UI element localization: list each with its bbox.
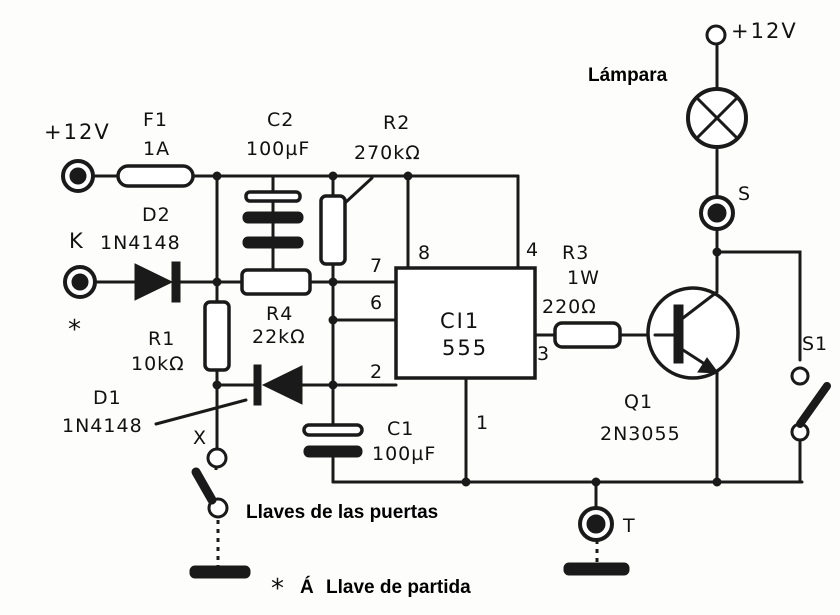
junction-dot	[328, 315, 338, 325]
ic-ci1-555	[394, 266, 537, 380]
label-start-key-star: *	[271, 574, 284, 604]
fuse-f1	[116, 164, 195, 188]
label-q1-ref: Q1	[624, 391, 653, 413]
label-d2-val: 1N4148	[100, 232, 181, 254]
junction-dot	[712, 247, 722, 257]
d1-leader-line	[154, 398, 248, 426]
label-pin-8: 8	[418, 242, 431, 264]
label-ic-val: 555	[442, 336, 488, 360]
terminal-lamp-supply	[705, 24, 727, 46]
label-c1-ref: C1	[387, 418, 414, 440]
label-d1-ref: D1	[93, 387, 122, 409]
label-pin-4: 4	[526, 239, 539, 261]
label-supply-lamp: +12V	[731, 19, 798, 43]
label-supply-in: +12V	[44, 120, 111, 144]
label-s1: S1	[802, 333, 828, 355]
wires	[92, 43, 804, 566]
junctions	[212, 171, 722, 487]
diode-d1	[253, 364, 303, 406]
label-r4-val: 22kΩ	[252, 326, 306, 348]
label-r2-val: 270kΩ	[354, 142, 421, 164]
label-x: X	[193, 427, 207, 449]
junction-dot	[328, 380, 338, 390]
resistor-r1	[203, 300, 231, 372]
label-r1-val: 10kΩ	[131, 353, 185, 375]
label-c2-ref: C2	[267, 109, 294, 131]
label-r3-ref: R3	[562, 242, 589, 264]
label-s: S	[738, 183, 751, 205]
transistor-q1	[646, 286, 740, 380]
label-pin-6: 6	[370, 292, 383, 314]
capacitor-c2	[242, 190, 304, 249]
label-lamp: Lámpara	[588, 65, 668, 86]
capacitor-c1	[302, 423, 364, 458]
door-switch-x	[191, 447, 229, 519]
label-pin-2: 2	[370, 361, 383, 383]
label-r4-ref: R4	[266, 303, 293, 325]
resistor-r4	[240, 268, 312, 296]
junction-dot	[212, 380, 222, 390]
label-start-key: Llave de partida	[326, 577, 471, 598]
label-t: T	[622, 515, 636, 537]
label-f1-ref: F1	[143, 109, 168, 131]
resistor-r3	[553, 321, 622, 349]
label-pin-3: 3	[537, 343, 550, 365]
label-r3-val: 220Ω	[542, 296, 597, 318]
terminal-k	[63, 265, 97, 299]
junction-dot	[328, 171, 338, 181]
r2-leader-line	[344, 176, 374, 204]
label-ic-ref: CI1	[440, 309, 480, 333]
label-r3-power: 1W	[567, 267, 600, 289]
junction-dot	[212, 171, 222, 181]
terminal-plus12v	[61, 159, 95, 193]
junction-dot	[328, 277, 338, 287]
junction-dot	[591, 477, 601, 487]
switch-s1	[790, 366, 831, 442]
label-start-key-a: Á	[300, 576, 314, 598]
junction-dot	[403, 171, 413, 181]
junction-dot	[212, 277, 222, 287]
ground-bar-right	[563, 562, 630, 576]
label-r2-ref: R2	[383, 112, 410, 134]
diode-d2	[134, 261, 181, 303]
label-c1-val: 100µF	[372, 443, 436, 465]
s1-top-wire	[715, 250, 802, 362]
label-door-switches: Llaves de las puertas	[246, 502, 438, 523]
label-q1-val: 2N3055	[600, 423, 681, 445]
label-pin-1: 1	[476, 412, 489, 434]
labels: +12V +12V Lámpara F1 1A C2 100µF R2 270k…	[44, 19, 828, 604]
label-r1-ref: R1	[148, 328, 175, 350]
label-d1-val: 1N4148	[62, 415, 143, 437]
terminal-t	[578, 506, 614, 542]
lamp-icon	[686, 87, 748, 149]
label-pin-7: 7	[370, 255, 383, 277]
ground-bar-left	[189, 565, 251, 579]
label-k-star: *	[68, 315, 81, 345]
terminal-s	[699, 195, 735, 231]
resistor-r2	[319, 194, 347, 266]
junction-dot	[461, 477, 471, 487]
label-k: K	[69, 229, 85, 253]
label-c2-val: 100µF	[246, 138, 310, 160]
junction-dot	[712, 477, 722, 487]
label-d2-ref: D2	[142, 204, 171, 226]
label-f1-val: 1A	[143, 138, 170, 160]
